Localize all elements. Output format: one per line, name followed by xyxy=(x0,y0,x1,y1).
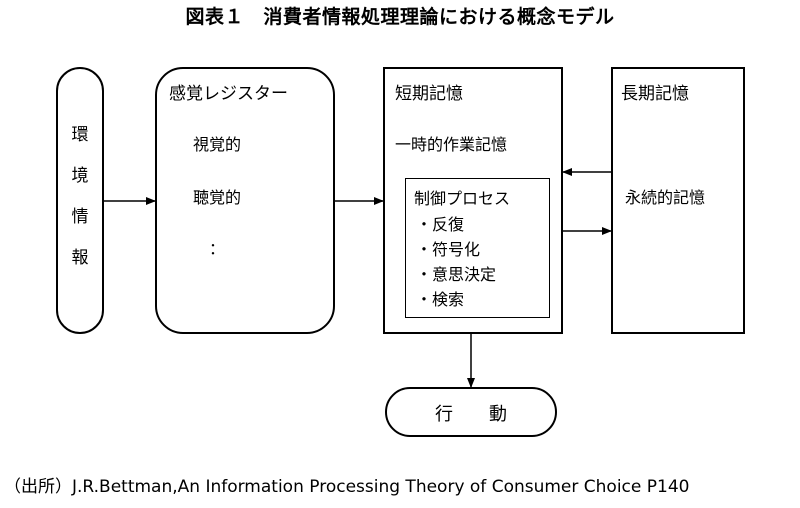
sensory-register-title: 感覚レジスター xyxy=(169,84,288,104)
working-memory-label: 一時的作業記憶 xyxy=(395,135,508,154)
control-item-retrieval: ・検索 xyxy=(416,290,465,309)
control-process-title: 制御プロセス xyxy=(414,189,511,208)
citation-source: （出所）J.R.Bettman,An Information Processin… xyxy=(4,477,690,497)
control-item-decision-making: ・意思決定 xyxy=(416,265,497,284)
sensory-item-ellipsis: ： xyxy=(209,239,226,258)
permanent-memory-label: 永続的記憶 xyxy=(625,188,706,207)
control-item-encoding: ・符号化 xyxy=(416,240,481,259)
long-term-memory-title: 長期記憶 xyxy=(621,84,689,104)
sensory-item-auditory: 聴覚的 xyxy=(193,188,242,207)
long-term-memory-box: 長期記憶 永続的記憶 xyxy=(611,67,745,334)
control-process-box: 制御プロセス ・反復 ・符号化 ・意思決定 ・検索 xyxy=(405,178,550,318)
environment-info-box: 環 境 情 報 xyxy=(56,67,104,334)
action-box: 行 動 xyxy=(385,387,557,437)
sensory-register-box: 感覚レジスター 視覚的 聴覚的 ： xyxy=(155,67,335,334)
control-item-rehearsal: ・反復 xyxy=(416,215,465,234)
environment-char: 環 xyxy=(71,125,89,145)
action-label: 行 動 xyxy=(435,404,507,425)
sensory-item-visual: 視覚的 xyxy=(193,135,242,154)
short-term-memory-title: 短期記憶 xyxy=(395,84,463,104)
environment-char: 境 xyxy=(71,166,89,186)
environment-info-label: 環 境 情 報 xyxy=(58,115,102,279)
figure-title: 図表１ 消費者情報処理理論における概念モデル xyxy=(185,6,615,28)
environment-char: 情 xyxy=(71,207,89,227)
environment-char: 報 xyxy=(71,248,89,268)
